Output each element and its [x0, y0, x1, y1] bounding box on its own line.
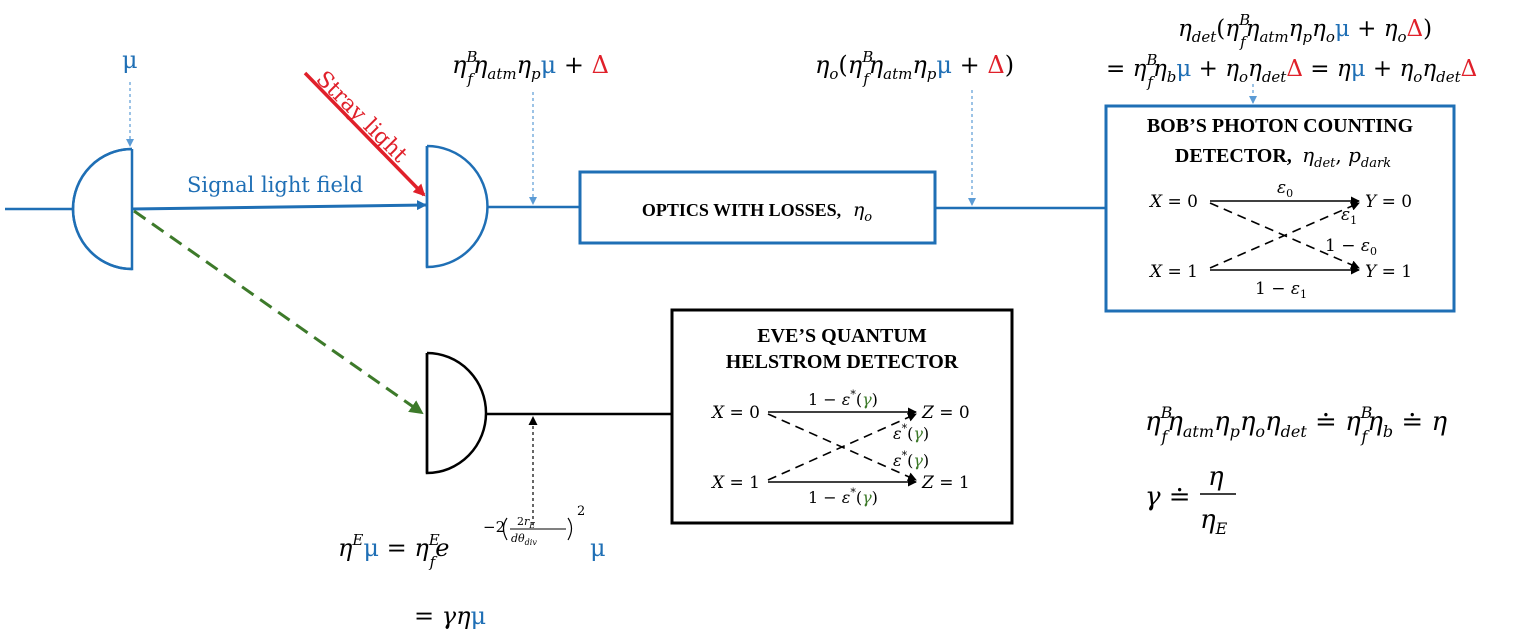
optics-box: [578, 170, 937, 245]
bob-receiver-dome: [425, 144, 489, 269]
svg-text:−2: −2: [483, 518, 505, 536]
signal-arrow: [131, 200, 427, 211]
eve-tap-arrow: [133, 209, 424, 415]
eve-z1: Z = 1: [921, 473, 970, 493]
bob-y0: Y = 0: [1365, 192, 1412, 212]
eve-receiver-dome: [425, 351, 488, 475]
bob-detector-box: [1104, 104, 1456, 313]
signal-light-field-label: Signal light field: [187, 173, 363, 197]
eve-label-bottom: 1 − ε*(γ): [808, 486, 878, 507]
eve-detector-title-1: EVE’S QUANTUM: [757, 325, 927, 347]
svg-text:ηE: ηE: [1200, 505, 1228, 538]
eve-edge-10: [767, 413, 917, 481]
eq-eve-received-2: = γημ: [414, 602, 486, 630]
eve-x1: X = 1: [710, 473, 760, 493]
eve-detector-title-2: HELSTROM DETECTOR: [726, 351, 959, 373]
svg-text:2rE: 2rE: [517, 515, 535, 530]
stray-light-arrow: [303, 71, 426, 197]
eve-label-cross-1: ε*(γ): [893, 422, 929, 443]
svg-text:dθdiv: dθdiv: [511, 532, 537, 547]
bob-label-1-eps1: 1 − ε1: [1255, 279, 1307, 301]
bob-detector-title-1: BOB’S PHOTON COUNTING: [1147, 115, 1414, 137]
mu-top-label: μ: [122, 46, 138, 74]
eve-detector-box: [670, 308, 1014, 525]
optics-box-title: OPTICS WITH LOSSES, ηo: [642, 199, 872, 225]
alice-transmitter-dome: [71, 147, 134, 271]
stray-light-label: Stray light: [311, 67, 412, 168]
svg-text:2: 2: [577, 504, 585, 519]
eve-z0: Z = 0: [921, 403, 970, 423]
eve-label-cross-2: ε*(γ): [893, 449, 929, 470]
bob-x1: X = 1: [1148, 262, 1198, 282]
bob-label-1-eps0: 1 − ε0: [1325, 236, 1377, 258]
bob-edge-10: [1209, 202, 1360, 269]
svg-text:η: η: [1208, 462, 1224, 492]
bob-detector-title-2: DETECTOR, ηdet, pdark: [1175, 143, 1391, 171]
svg-text:μ: μ: [590, 534, 606, 562]
bob-y1: Y = 1: [1365, 262, 1412, 282]
eve-x0: X = 0: [710, 403, 760, 423]
bob-x0: X = 0: [1148, 192, 1198, 212]
eve-label-top: 1 − ε*(γ): [808, 388, 878, 409]
eq-gamma-definition: γ ≐ η ηE: [1145, 462, 1236, 538]
svg-text:γ ≐: γ ≐: [1145, 482, 1191, 512]
